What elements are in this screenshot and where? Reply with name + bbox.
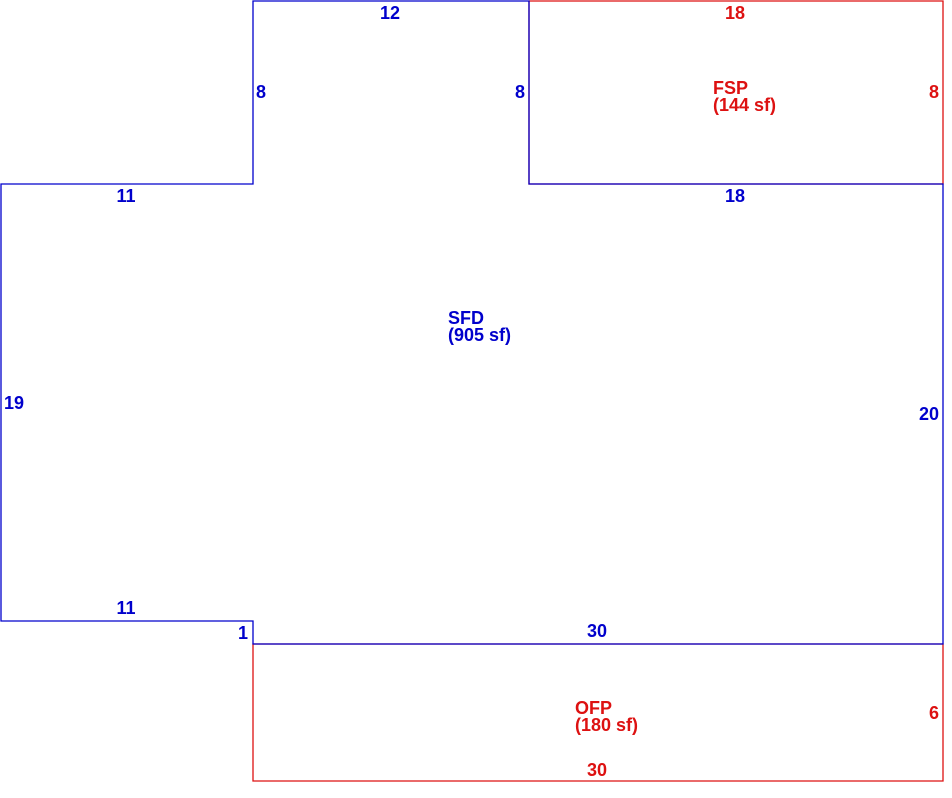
dim-sfd-upper-left: 11	[116, 186, 135, 206]
dim-sfd-lower-left: 11	[116, 598, 135, 618]
dim-sfd-step: 1	[238, 623, 248, 643]
ofp-area-size: (180 sf)	[575, 715, 638, 735]
dim-sfd-bottom: 30	[587, 621, 607, 641]
dim-fsp-right: 8	[929, 82, 939, 102]
sfd-outline	[0, 0, 944, 645]
dim-sfd-upper-right: 18	[725, 186, 745, 206]
dim-ofp-right: 6	[929, 703, 939, 723]
dim-fsp-top: 18	[725, 3, 745, 23]
dim-sfd-right: 20	[919, 404, 939, 424]
sfd-area-code: SFD	[448, 308, 484, 328]
fsp-area-size: (144 sf)	[713, 95, 776, 115]
dim-sfd-notch-left: 8	[256, 82, 266, 102]
sfd-area-size: (905 sf)	[448, 325, 511, 345]
dim-sfd-top-notch: 12	[380, 3, 400, 23]
dim-sfd-notch-right: 8	[515, 82, 525, 102]
ofp-area-code: OFP	[575, 698, 612, 718]
dim-sfd-left: 19	[4, 393, 24, 413]
dim-ofp-bottom: 30	[587, 760, 607, 780]
fsp-area-code: FSP	[713, 78, 748, 98]
